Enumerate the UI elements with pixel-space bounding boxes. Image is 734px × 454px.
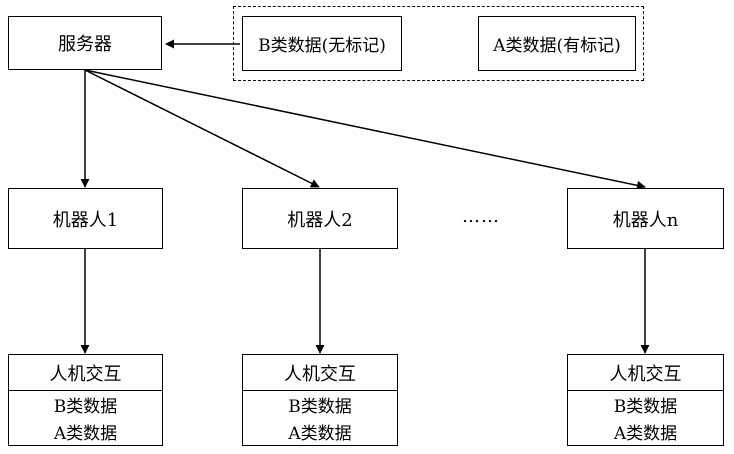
ellipsis: …… <box>462 206 500 227</box>
server-label: 服务器 <box>58 30 112 56</box>
a-data-label: A类数据(有标记) <box>493 31 621 56</box>
interaction-item-a: A类数据 <box>568 418 723 445</box>
b-data-label: B类数据(无标记) <box>258 31 386 56</box>
interaction-item-b: B类数据 <box>243 391 397 418</box>
interaction-block-2: 人机交互 B类数据 A类数据 <box>242 354 398 446</box>
interaction-block-n: 人机交互 B类数据 A类数据 <box>567 354 724 446</box>
a-data-node: A类数据(有标记) <box>478 16 636 71</box>
interaction-title: 人机交互 <box>9 355 162 391</box>
b-data-node: B类数据(无标记) <box>242 16 402 71</box>
robot-label: 机器人1 <box>53 206 118 232</box>
robot-node-n: 机器人n <box>567 188 724 249</box>
interaction-item-a: A类数据 <box>9 418 162 445</box>
interaction-item-a: A类数据 <box>243 418 397 445</box>
arrow-server-to-robot2 <box>85 70 319 187</box>
robot-node-1: 机器人1 <box>8 188 163 249</box>
interaction-item-b: B类数据 <box>9 391 162 418</box>
interaction-title: 人机交互 <box>568 355 723 391</box>
interaction-item-b: B类数据 <box>568 391 723 418</box>
robot-node-2: 机器人2 <box>242 188 398 249</box>
interaction-block-1: 人机交互 B类数据 A类数据 <box>8 354 163 446</box>
server-node: 服务器 <box>8 16 162 70</box>
interaction-title: 人机交互 <box>243 355 397 391</box>
robot-label: 机器人2 <box>287 206 352 232</box>
robot-label: 机器人n <box>613 206 679 232</box>
arrow-server-to-robotn <box>85 70 645 187</box>
